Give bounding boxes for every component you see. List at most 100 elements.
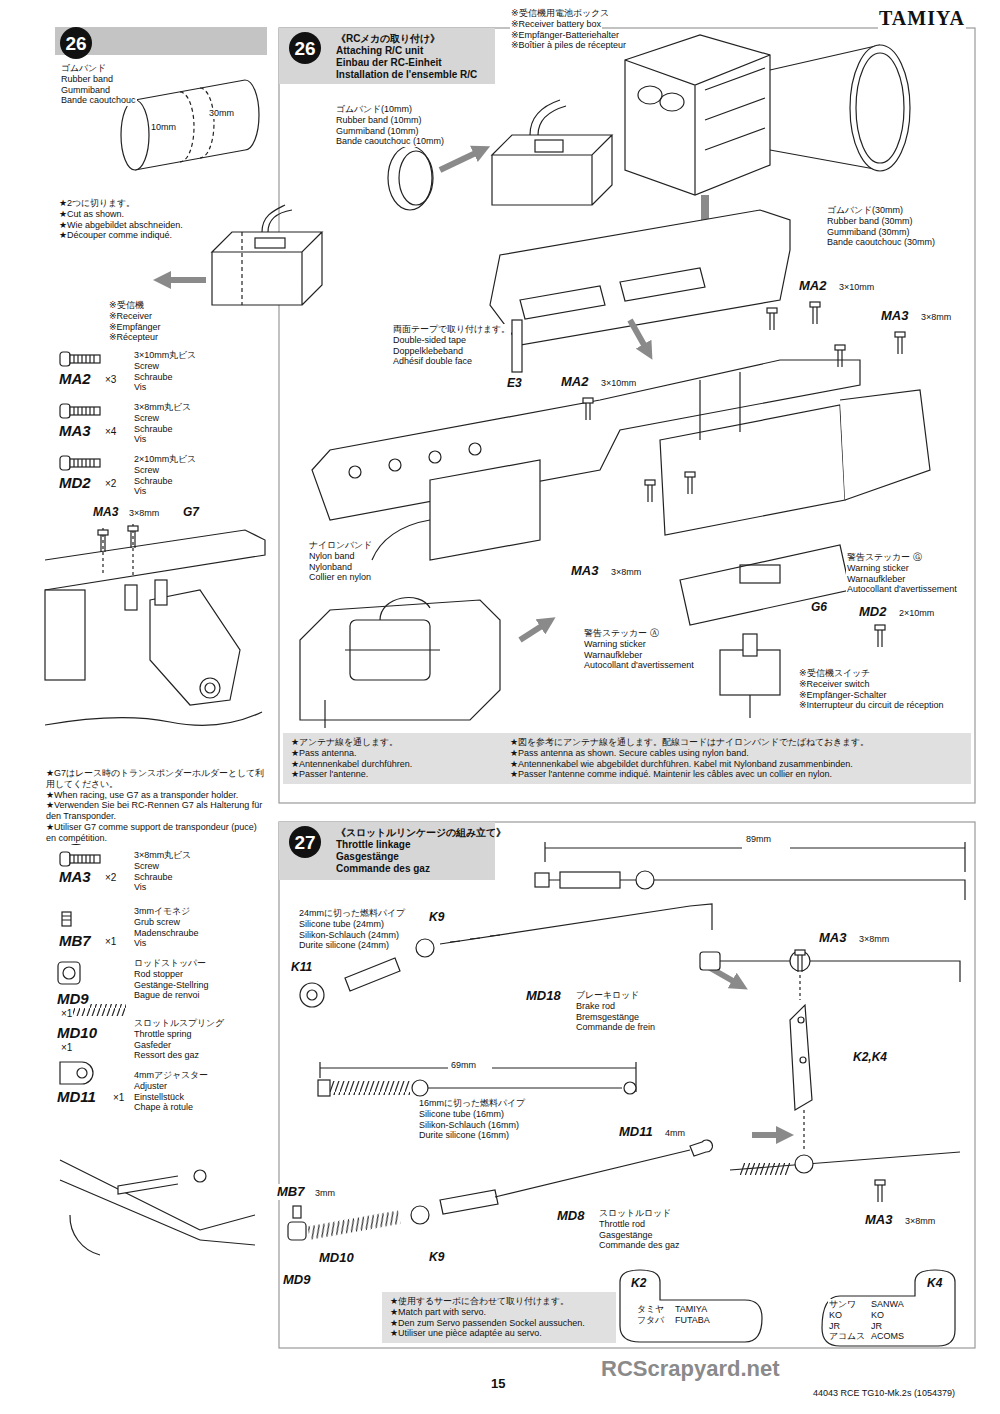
part-description: Einstellstück [133, 1092, 185, 1103]
part-name: Brake rod [575, 1001, 616, 1012]
label-group: K2,K4 [852, 1050, 888, 1064]
instruction-note: 両面テープで取り付けます。 [392, 324, 511, 335]
part-description: Schraube [133, 872, 174, 883]
note-text: ★Pass antenna as shown. Secure cables us… [510, 748, 963, 759]
part-name: ゴムバンド(10mm) [335, 104, 413, 115]
dimension: 3×8mm [904, 1216, 936, 1227]
part-description: Screw [133, 361, 160, 372]
label-group: タミヤフタバ [636, 1304, 672, 1326]
note-column: ★使用するサーボに合わせて取り付けます。★Match part with ser… [390, 1296, 608, 1339]
label-group: 89mm [745, 834, 789, 845]
part-code: G7 [182, 505, 200, 519]
part-name: Warnaufkleber [583, 650, 643, 661]
part-description: Screw [133, 413, 160, 424]
part-description: Madenschraube [133, 928, 200, 939]
part-description: Vis [133, 382, 147, 393]
label-group: ナイロンバンドNylon bandNylonbandCollier en nyl… [308, 540, 418, 583]
label-group: 3×8mm [128, 508, 178, 519]
label-group: 警告ステッカー ⒼWarning stickerWarnaufkleberAut… [846, 552, 971, 595]
part-name: ※受信機用電池ボックス [510, 8, 610, 19]
dimension: 3×10mm [838, 282, 875, 293]
label-group: 3mm [314, 1188, 344, 1199]
servo-brand: TAMIYA [674, 1304, 708, 1315]
dimension: 10mm [150, 122, 177, 133]
label-group: MA2 [58, 370, 92, 388]
label-group: MA3 [880, 308, 909, 324]
part-code: MD10 [56, 1024, 98, 1042]
part-name: ゴムバンド [60, 63, 107, 74]
servo-brand: FUTABA [674, 1315, 711, 1326]
part-description: Rod stopper [133, 969, 184, 980]
servo-brand: KO [870, 1310, 885, 1321]
label-group: G7 [182, 505, 200, 519]
note-text: ★Den zum Servo passenden Sockel aussuche… [390, 1318, 608, 1329]
part-code: MB7 [58, 932, 92, 950]
instruction-note: Adhésif double face [392, 356, 473, 367]
quantity: ×1 [60, 1008, 73, 1020]
step-title: Throttle linkage [335, 839, 411, 851]
dimension: 3mm [314, 1188, 336, 1199]
part-code: MD8 [556, 1208, 585, 1224]
part-name: ※Interrupteur du circuit de réception [798, 700, 945, 711]
step-title: 《RCメカの取り付け》 [335, 33, 441, 45]
label-group: MD8 [556, 1208, 585, 1224]
note-text: ★使用するサーボに合わせて取り付けます。 [390, 1296, 608, 1307]
dimension: 4mm [664, 1128, 686, 1139]
part-code: K2 [630, 1276, 647, 1290]
part-name: Bande caoutchouc (10mm) [335, 136, 445, 147]
part-code: E3 [506, 376, 523, 390]
part-name: Silicone tube (24mm) [298, 919, 385, 930]
label-group: 24mmに切った燃料パイプSilicone tube (24mm)Silikon… [298, 908, 426, 951]
part-code: MA3 [880, 308, 909, 324]
part-name: Gummiband [60, 85, 111, 96]
instruction-note: Doppelklebeband [392, 346, 464, 357]
label-group: 3×8mm丸ビスScrewSchraubeVis [133, 402, 263, 445]
step-number: 26 [60, 27, 92, 59]
step-number: 27 [60, 813, 92, 845]
part-name: 16mmに切った燃料パイプ [418, 1098, 526, 1109]
instruction-note: ★G7はレース時のトランスポンダーホルダーとして利用してください。 [45, 768, 267, 790]
label-group: ゴムバンド(30mm)Rubber band (30mm)Gummiband (… [826, 205, 972, 248]
step-number-text: 26 [65, 34, 86, 53]
part-description: Chape à rotule [133, 1102, 194, 1113]
label-group: 2×10mm丸ビスScrewSchraubeVis [133, 454, 263, 497]
label-group: MA3 [58, 868, 92, 886]
label-group: 3×10mm [600, 378, 655, 389]
label-group: ★2つに切ります。★Cut as shown.★Wie abgebildet a… [58, 198, 258, 241]
part-description: Grub screw [133, 917, 181, 928]
servo-brand: アコムス [828, 1331, 866, 1342]
label-group: ×2 [104, 872, 134, 884]
label-group: MD9 [282, 1272, 311, 1288]
part-code: MA3 [570, 563, 599, 579]
label-group: 3×10mm丸ビスScrewSchraubeVis [133, 350, 263, 393]
part-name: Durite silicone (24mm) [298, 940, 390, 951]
part-code: K9 [428, 910, 445, 924]
part-code: MA3 [92, 505, 119, 519]
part-description: ロッドストッパー [133, 958, 207, 969]
part-name: Silicone tube (16mm) [418, 1109, 505, 1120]
label-group: 16mmに切った燃料パイプSilicone tube (16mm)Silikon… [418, 1098, 568, 1141]
part-name: Commande de frein [575, 1022, 656, 1033]
part-name: Commande des gaz [598, 1240, 681, 1251]
part-description: Throttle spring [133, 1029, 193, 1040]
instruction-note: ★Wie abgebildet abschneiden. [58, 220, 184, 231]
label-group: 《スロットルリンケージの組み立て》Throttle linkageGasgest… [335, 827, 535, 875]
instruction-note: ★2つに切ります。 [58, 198, 136, 209]
part-code: MA3 [58, 868, 92, 886]
part-name: ※Empfänger-Schalter [798, 690, 888, 701]
part-name: Gummiband (30mm) [826, 227, 911, 238]
label-group: ×4 [104, 426, 134, 438]
part-description: Vis [133, 938, 147, 949]
label-group: ロッドストッパーRod stopperGestänge-StellringBag… [133, 958, 263, 1001]
label-group: 両面テープで取り付けます。Double-sided tapeDoppelkleb… [392, 324, 542, 367]
servo-brand: JR [828, 1321, 841, 1332]
note-text: ★図を参考にアンテナ線を通します。配線コードはナイロンバンドでたばねておきます。 [510, 737, 963, 748]
label-group: 2×10mm [898, 608, 953, 619]
part-code: MA3 [818, 930, 847, 946]
label-group: TAMIYA [878, 6, 966, 30]
part-name: Autocollant d'avertissement [846, 584, 958, 595]
part-name: Rubber band (30mm) [826, 216, 914, 227]
part-name: ※Receiver battery box [510, 19, 602, 30]
label-group: 3mmイモネジGrub screwMadenschraubeVis [133, 906, 263, 949]
part-description: Screw [133, 465, 160, 476]
